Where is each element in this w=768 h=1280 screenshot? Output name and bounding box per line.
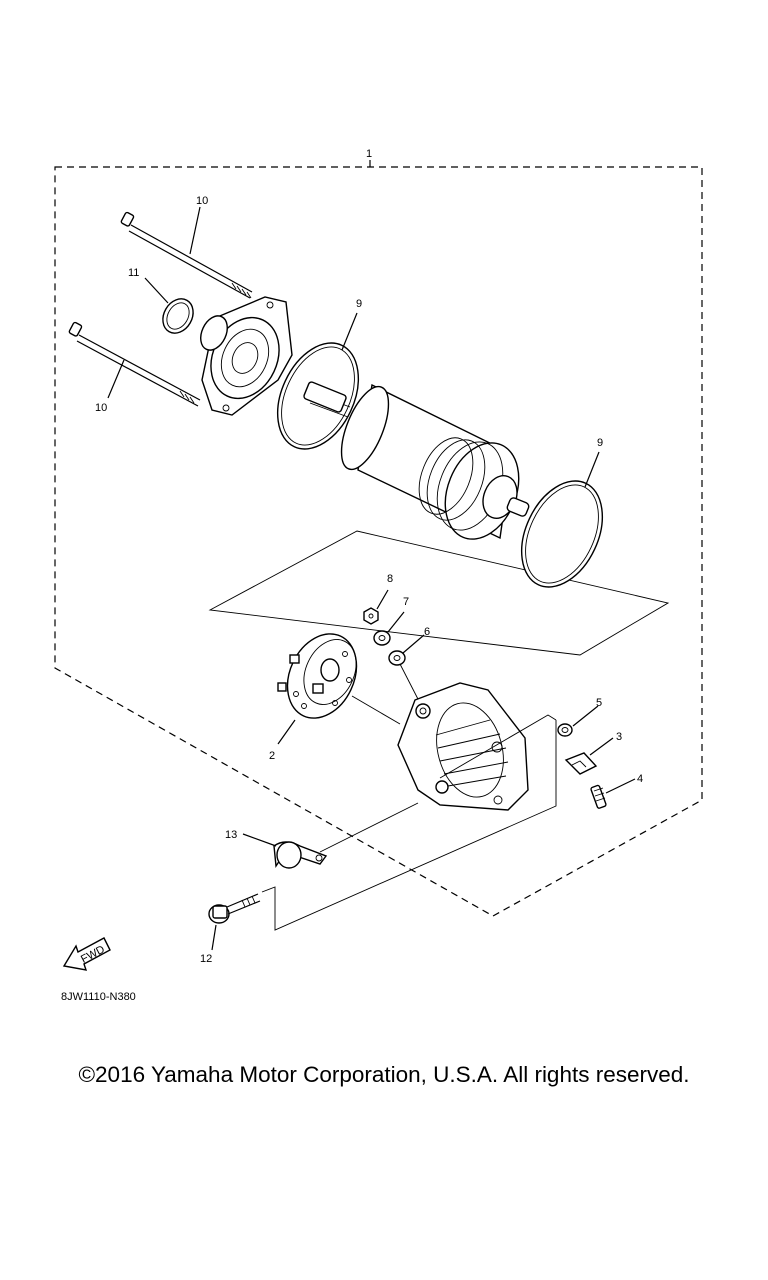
callout-4: 4 (637, 773, 643, 785)
guide-line-bolt (261, 720, 557, 931)
callout-leader-10a (189, 206, 201, 255)
callout-leader-5 (572, 705, 599, 727)
callout-leader-11 (144, 277, 169, 304)
drawing-code: 8JW1110-N380 (61, 991, 136, 1003)
callout-3: 3 (616, 731, 622, 743)
o-ring-small (162, 298, 194, 334)
assembly-boundary (54, 166, 703, 917)
callout-leader-8 (376, 589, 389, 610)
callout-6: 6 (424, 626, 430, 638)
fwd-arrow-icon: FWD (62, 937, 111, 971)
clip-nut-3 (564, 752, 598, 775)
callout-leader-9a (341, 312, 358, 351)
motor-yoke (303, 381, 530, 540)
callout-leader-9b (584, 451, 600, 488)
guide-line-clamp (319, 802, 419, 853)
callout-leader-7 (387, 611, 405, 633)
reference-plane (208, 530, 670, 656)
callout-2: 2 (269, 750, 275, 762)
callout-9a: 9 (356, 298, 362, 310)
callout-leader-3 (589, 737, 614, 756)
through-bolt-lower (68, 321, 201, 407)
front-cover (200, 296, 293, 416)
through-bolt-upper (120, 211, 253, 299)
brush-holder (277, 633, 358, 719)
wire-clamp-13 (273, 841, 328, 869)
callout-1: 1 (366, 148, 372, 160)
callout-10b: 10 (95, 402, 107, 414)
callout-leader-2 (277, 719, 296, 745)
callout-8: 8 (387, 573, 393, 585)
fwd-label: FWD (79, 943, 107, 965)
callout-13: 13 (225, 829, 237, 841)
washer-6 (388, 650, 406, 666)
washer-5 (557, 723, 573, 737)
copyright-notice: ©2016 Yamaha Motor Corporation, U.S.A. A… (78, 1062, 690, 1087)
callout-leader-13 (242, 833, 277, 847)
washer-7 (373, 630, 391, 646)
callout-10a: 10 (196, 195, 208, 207)
nut-8 (363, 607, 379, 625)
callout-leader-12 (211, 924, 217, 951)
callout-9b: 9 (597, 437, 603, 449)
rear-cover (397, 682, 529, 811)
guide-line-right (439, 714, 557, 779)
callout-leader-4 (605, 778, 636, 794)
screw-4 (590, 784, 607, 809)
callout-11: 11 (128, 267, 139, 279)
callout-5: 5 (596, 697, 602, 709)
callout-7: 7 (403, 596, 409, 608)
flange-bolt-12 (208, 893, 261, 924)
callout-leader-6 (402, 634, 425, 654)
callout-leader-10b (107, 359, 125, 399)
o-ring-large-rear (520, 480, 604, 588)
callout-12: 12 (200, 953, 212, 965)
